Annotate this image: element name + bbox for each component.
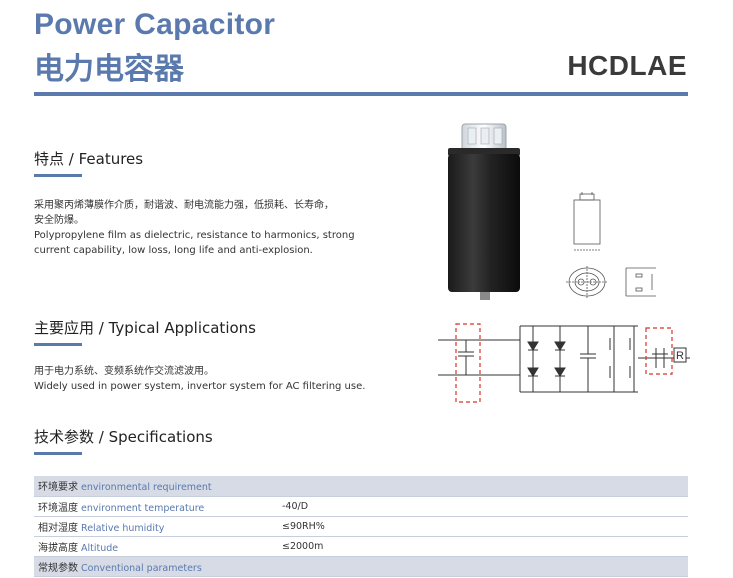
specifications-title-bar	[34, 452, 82, 455]
spec-group-row: 环境要求 environmental requirement	[34, 476, 688, 497]
features-title-bar	[34, 174, 82, 177]
spec-param-cn: 海拔高度	[38, 542, 78, 554]
resistor-label: R	[676, 350, 684, 362]
specifications-title: 技术参数 / Specifications	[34, 428, 213, 446]
spec-param-cn: 环境要求	[38, 482, 78, 494]
spec-group-row: 常规参数 Conventional parameters	[34, 556, 688, 577]
spec-value	[278, 476, 688, 497]
spec-param: 环境温度 environment temperature	[34, 496, 278, 517]
applications-cn: 用于电力系统、变频系统作交流滤波用。	[34, 366, 214, 377]
product-photo	[448, 123, 520, 300]
applications-title: 主要应用 / Typical Applications	[34, 319, 256, 337]
dimension-drawing	[566, 192, 656, 298]
features-cn-line1: 采用聚丙烯薄膜作介质，耐谐波、耐电流能力强，低损耗、长寿命，	[34, 200, 334, 211]
page-title-en: Power Capacitor	[34, 8, 276, 41]
spec-value: ≤2000m	[278, 536, 688, 557]
model-number: HCDLAE	[567, 50, 687, 81]
circuit-diagram: R	[438, 323, 690, 403]
page-title-cn: 电力电容器	[34, 52, 184, 87]
spec-param-en: environmental requirement	[81, 482, 212, 494]
features-en-line1: Polypropylene film as dielectric, resist…	[34, 230, 355, 241]
applications-title-bar	[34, 343, 82, 346]
spec-value: ≤90RH%	[278, 516, 688, 537]
spec-value	[278, 556, 688, 577]
spec-row: 环境温度 environment temperature-40/D	[34, 496, 688, 517]
applications-text: 用于电力系统、变频系统作交流滤波用。 Widely used in power …	[34, 364, 434, 394]
spec-param-en: environment temperature	[81, 502, 205, 514]
spec-param: 环境要求 environmental requirement	[34, 476, 278, 497]
spec-param: 常规参数 Conventional parameters	[34, 556, 278, 577]
applications-en: Widely used in power system, invertor sy…	[34, 381, 366, 392]
spec-row: 相对湿度 Relative humidity≤90RH%	[34, 516, 688, 537]
spec-param-en: Altitude	[81, 542, 119, 554]
spec-param-cn: 常规参数	[38, 562, 78, 574]
spec-value: -40/D	[278, 496, 688, 517]
spec-param-cn: 相对湿度	[38, 522, 78, 534]
spec-param: 海拔高度 Altitude	[34, 536, 278, 557]
spec-row: 海拔高度 Altitude≤2000m	[34, 536, 688, 557]
spec-param: 相对湿度 Relative humidity	[34, 516, 278, 537]
spec-param-en: Conventional parameters	[81, 562, 202, 574]
features-en-line2: current capability, low loss, long life …	[34, 245, 313, 256]
features-title: 特点 / Features	[34, 150, 144, 168]
spec-param-cn: 环境温度	[38, 502, 78, 514]
spec-param-en: Relative humidity	[81, 522, 165, 534]
features-text: 采用聚丙烯薄膜作介质，耐谐波、耐电流能力强，低损耗、长寿命， 安全防爆。 Pol…	[34, 198, 364, 258]
header-rule	[34, 92, 688, 96]
features-cn-line2: 安全防爆。	[34, 215, 84, 226]
